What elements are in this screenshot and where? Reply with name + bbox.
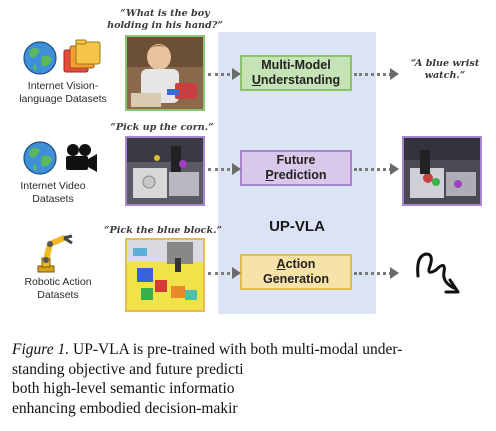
stage-3-line2: Generation xyxy=(263,272,329,286)
source-label-video: Internet Video Datasets xyxy=(20,180,86,205)
arrow-vl-in xyxy=(232,68,241,80)
photo-robot-blocks xyxy=(125,238,205,312)
photo-robot-kitchen xyxy=(125,136,205,206)
arrow-video-out xyxy=(390,163,399,175)
connector-vl-in xyxy=(208,73,236,76)
caption-label: Figure 1. xyxy=(12,341,70,358)
connector-robot-out xyxy=(354,272,392,275)
arrow-robot-in xyxy=(232,267,241,279)
stage-future-prediction: Future Prediction xyxy=(240,150,352,186)
quote-video-instruction: “Pick up the corn.” xyxy=(110,122,214,133)
arrow-vl-out xyxy=(390,68,399,80)
source-label-robotic: Robotic Action Datasets xyxy=(24,276,92,301)
connector-video-out xyxy=(354,168,392,171)
figure-caption: Figure 1. UP-VLA is pre-trained with bot… xyxy=(12,340,486,418)
arrow-robot-out xyxy=(390,267,399,279)
connector-vl-out xyxy=(354,73,392,76)
globe-icon xyxy=(23,41,57,75)
stage-1-line2: Understanding xyxy=(251,73,341,87)
caption-line-3: both high-level semantic informatio xyxy=(12,380,235,397)
stage-3-line1: Action xyxy=(276,257,316,271)
action-trajectory-icon xyxy=(416,252,460,294)
connector-video-in xyxy=(208,168,236,171)
quote-robot-instruction: “Pick the blue block.” xyxy=(104,225,222,236)
caption-line-1: UP-VLA is pre-trained with both multi-mo… xyxy=(69,341,403,358)
caption-line-2: standing objective and future predicti xyxy=(12,360,244,378)
source-label-vision-language: Internet Vision- language Datasets xyxy=(19,80,107,105)
stage-2-line1: Future xyxy=(276,153,316,167)
stage-multimodal-understanding: Multi-Model Understanding xyxy=(240,55,352,91)
connector-robot-in xyxy=(208,272,236,275)
quote-vl-question: “What is the boy holding in his hand?” xyxy=(107,8,223,31)
photo-predicted-frame xyxy=(402,136,482,206)
caption-fade-overlay xyxy=(270,360,496,431)
stage-1-line1: Multi-Model xyxy=(261,58,331,72)
stage-2-line2: Prediction xyxy=(265,168,327,182)
photo-boy-with-toy xyxy=(125,35,205,111)
video-camera-icon xyxy=(66,144,97,172)
panel-title: UP-VLA xyxy=(269,218,325,235)
stage-action-generation: Action Generation xyxy=(240,254,352,290)
folders-icon xyxy=(63,39,101,73)
arrow-video-in xyxy=(232,163,241,175)
quote-answer: “A blue wrist watch.” xyxy=(410,58,480,81)
caption-line-4: enhancing embodied decision-makir xyxy=(12,399,238,417)
robot-arm-icon xyxy=(37,234,73,273)
globe-icon xyxy=(23,141,57,175)
